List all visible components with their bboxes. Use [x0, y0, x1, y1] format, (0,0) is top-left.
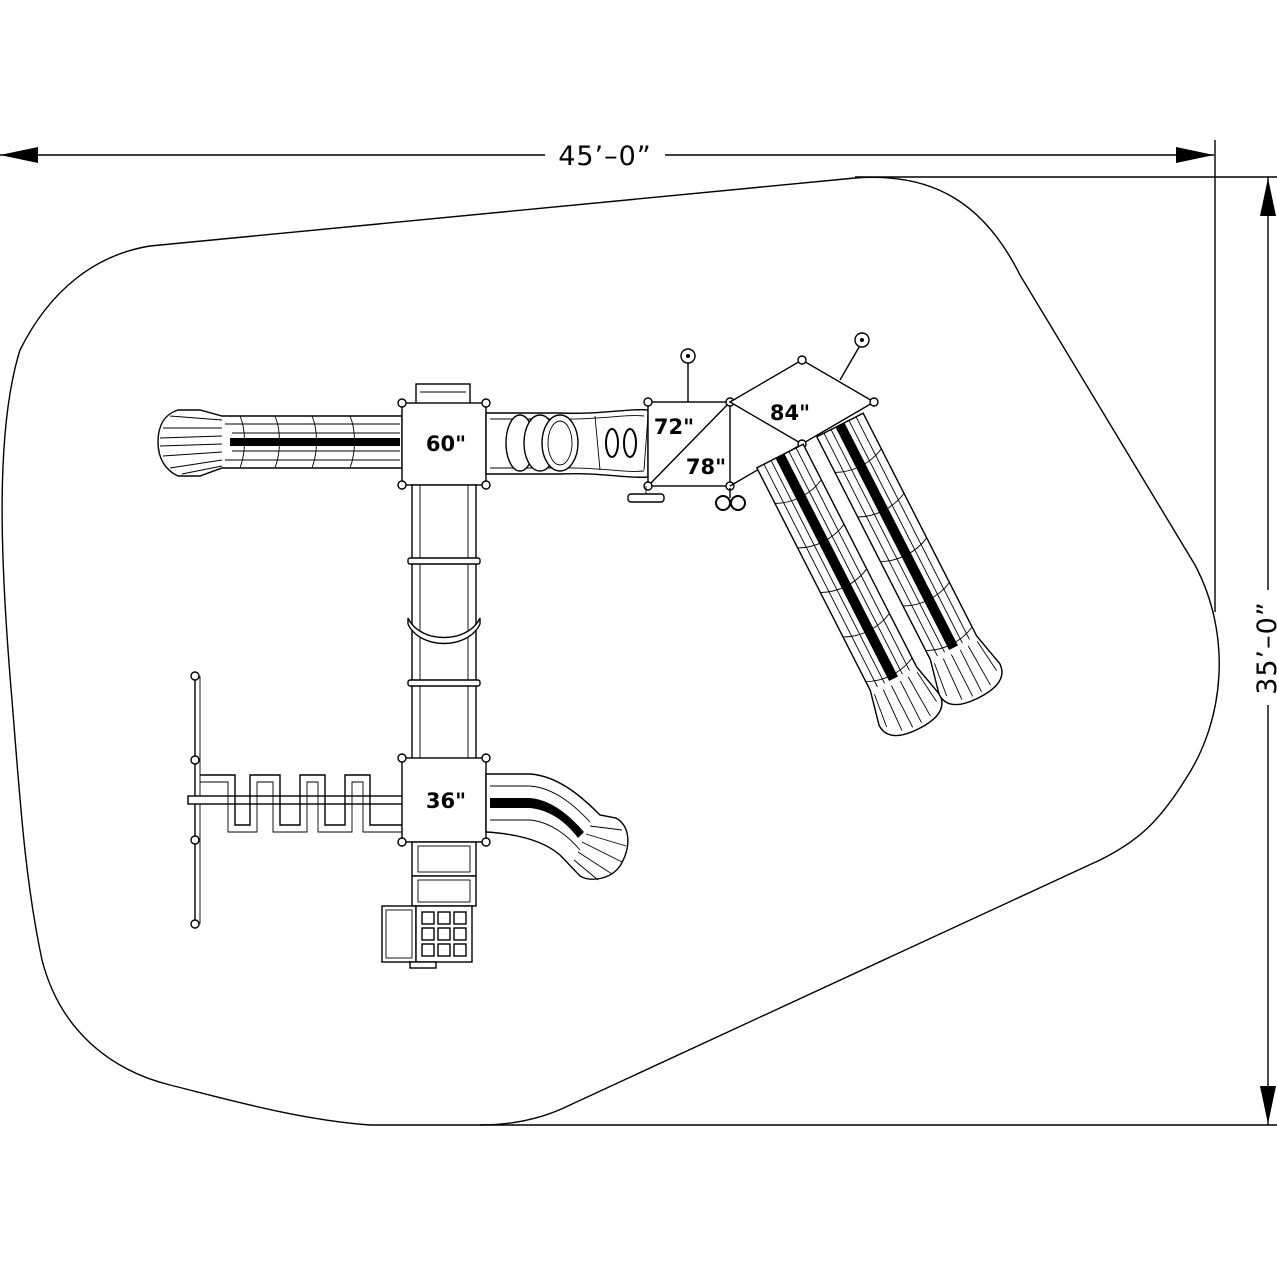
- deck-72-78: 72" 78": [627, 348, 746, 511]
- deck-84: 84": [728, 332, 879, 487]
- step-climber: [381, 841, 477, 969]
- deck-60-label: 60": [426, 432, 466, 456]
- slide-double-straight: [755, 412, 1003, 737]
- arrow-up-icon: [1260, 178, 1276, 216]
- depth-label: 35’–0”: [1252, 601, 1277, 695]
- depth-dimension: 35’–0”: [480, 176, 1277, 1126]
- slide-curved: [485, 773, 629, 881]
- deck-36: 36": [397, 753, 491, 847]
- steering-handle-icon: [627, 493, 665, 503]
- binoculars-icon: [715, 488, 746, 511]
- slide-straight-left: [157, 409, 403, 477]
- crawl-tunnel: [485, 408, 649, 479]
- deck-78-label: 78": [686, 455, 726, 479]
- safety-zone-boundary: [1, 176, 1220, 1126]
- deck-60: 60": [397, 383, 491, 490]
- deck-84-label: 84": [770, 401, 810, 425]
- width-dimension: 45’–0”: [0, 140, 1216, 612]
- overhead-ladder: [187, 671, 411, 929]
- deck-72-label: 72": [654, 415, 694, 439]
- width-label: 45’–0”: [558, 141, 652, 172]
- arrow-left-icon: [0, 147, 38, 163]
- tube-connector: [407, 484, 481, 761]
- arrow-down-icon: [1260, 1086, 1276, 1124]
- arrow-right-icon: [1176, 147, 1214, 163]
- deck-36-label: 36": [426, 789, 466, 813]
